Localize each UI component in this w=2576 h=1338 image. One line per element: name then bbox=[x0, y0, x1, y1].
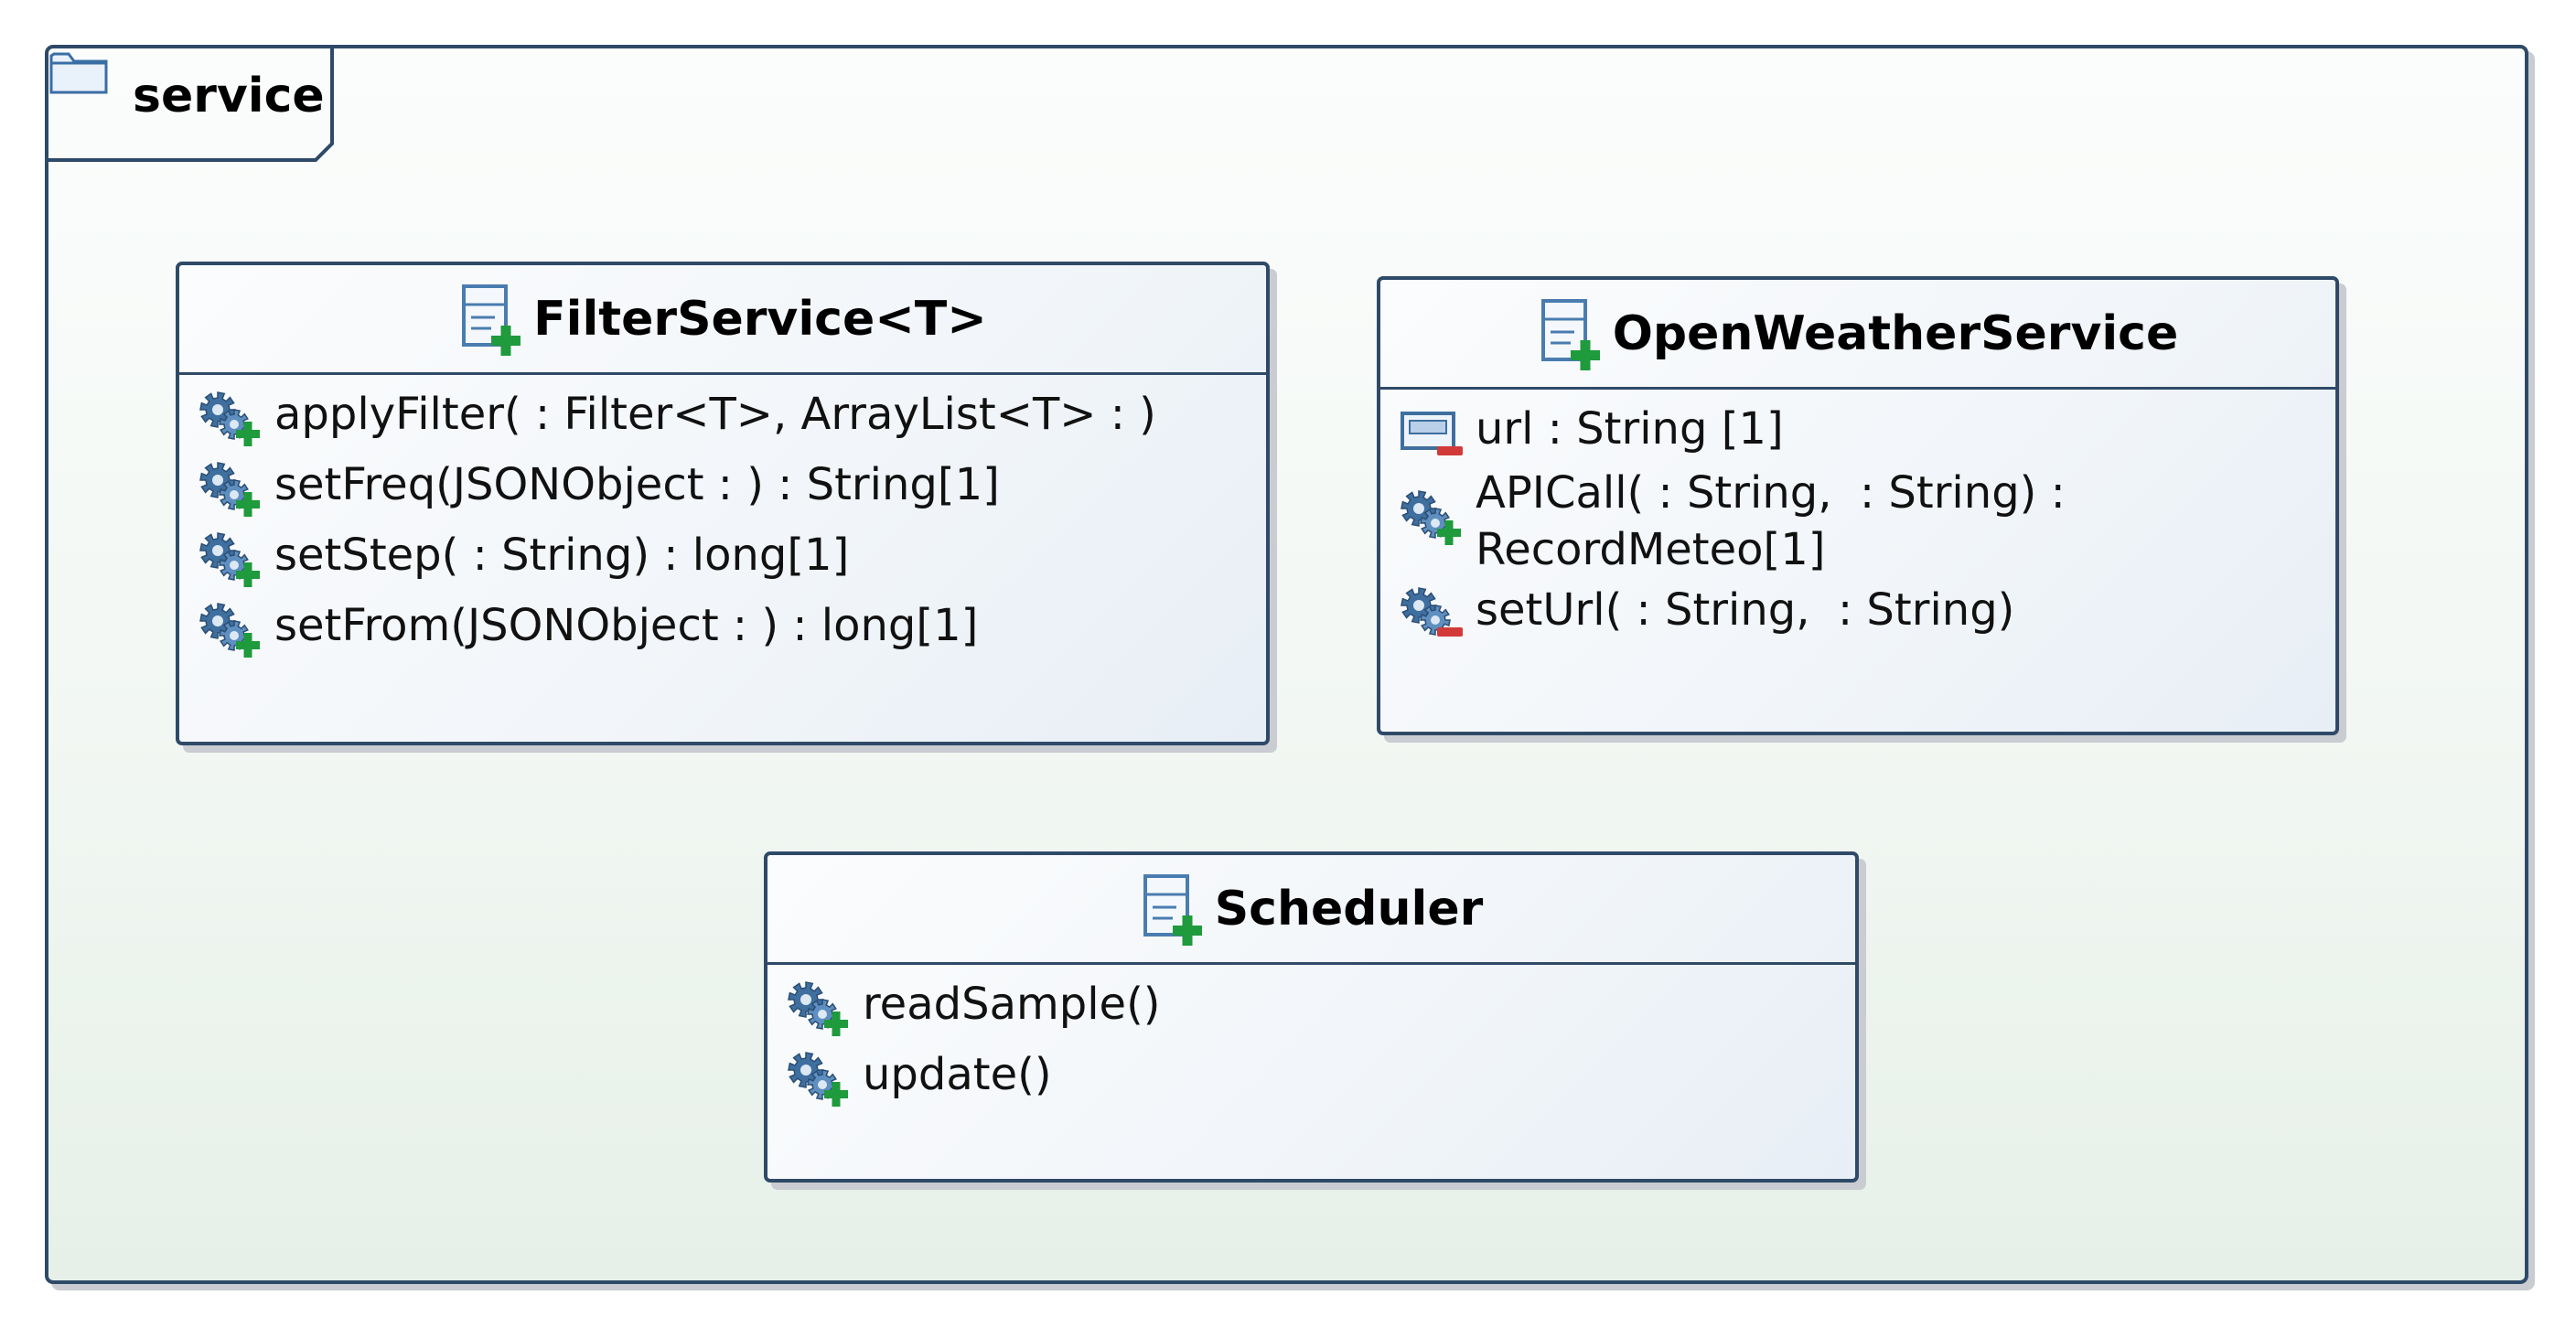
public-operation-icon bbox=[199, 391, 260, 446]
class-name: OpenWeatherService bbox=[1612, 305, 2179, 361]
operation-row[interactable]: setUrl( : String, : String) bbox=[1399, 582, 2335, 652]
operation-signature: setFreq(JSONObject : ) : String[1] bbox=[274, 459, 1000, 510]
class-openweatherservice[interactable]: OpenWeatherService url : String [1] APIC… bbox=[1377, 276, 2339, 735]
folder-icon bbox=[49, 52, 108, 94]
public-operation-icon bbox=[199, 462, 260, 517]
operation-row[interactable]: setFreq(JSONObject : ) : String[1] bbox=[198, 456, 1266, 527]
class-name: Scheduler bbox=[1214, 881, 1484, 937]
operation-row[interactable]: setStep( : String) : long[1] bbox=[198, 527, 1266, 597]
operation-signature: setFrom(JSONObject : ) : long[1] bbox=[274, 600, 979, 651]
public-operation-icon bbox=[199, 603, 260, 658]
operation-row[interactable]: APICall( : String, : String) : RecordMet… bbox=[1399, 465, 2335, 582]
operation-signature: update() bbox=[863, 1049, 1052, 1100]
class-filterservice[interactable]: FilterService<T> applyFilter( : Filter<T… bbox=[176, 262, 1270, 745]
class-header: FilterService<T> bbox=[179, 265, 1266, 375]
class-scheduler[interactable]: Scheduler readSample() update() bbox=[764, 851, 1859, 1183]
operation-row[interactable]: readSample() bbox=[786, 976, 1855, 1046]
operation-row[interactable]: applyFilter( : Filter<T>, ArrayList<T> :… bbox=[198, 386, 1266, 456]
operation-signature: APICall( : String, : String) : RecordMet… bbox=[1476, 467, 2066, 575]
attribute-signature: url : String [1] bbox=[1476, 403, 1784, 455]
operations-compartment: readSample() update() bbox=[767, 965, 1855, 1117]
operation-row[interactable]: update() bbox=[786, 1046, 1855, 1117]
package-tab-outline bbox=[48, 48, 334, 162]
operation-signature: readSample() bbox=[863, 979, 1161, 1030]
public-operation-icon bbox=[1401, 490, 1461, 545]
operation-signature: setUrl( : String, : String) bbox=[1476, 584, 2015, 636]
class-name: FilterService<T> bbox=[533, 291, 987, 347]
package-name: service bbox=[133, 69, 325, 123]
operation-signature: setStep( : String) : long[1] bbox=[274, 530, 850, 581]
operations-compartment: applyFilter( : Filter<T>, ArrayList<T> :… bbox=[179, 375, 1266, 668]
class-icon bbox=[1540, 298, 1600, 370]
attribute-row[interactable]: url : String [1] bbox=[1399, 401, 2335, 465]
class-icon bbox=[462, 284, 521, 356]
class-icon bbox=[1143, 873, 1202, 946]
package-tab: service bbox=[48, 48, 334, 162]
class-header: OpenWeatherService bbox=[1380, 280, 2335, 390]
class-header: Scheduler bbox=[767, 855, 1855, 965]
public-operation-icon bbox=[199, 532, 260, 587]
public-operation-icon bbox=[788, 1052, 848, 1107]
operation-signature: applyFilter( : Filter<T>, ArrayList<T> :… bbox=[274, 389, 1156, 440]
private-operation-icon bbox=[1401, 587, 1463, 637]
private-attribute-icon bbox=[1401, 412, 1463, 455]
members-compartment: url : String [1] APICall( : String, : St… bbox=[1380, 390, 2335, 652]
public-operation-icon bbox=[788, 981, 848, 1036]
operation-row[interactable]: setFrom(JSONObject : ) : long[1] bbox=[198, 597, 1266, 668]
